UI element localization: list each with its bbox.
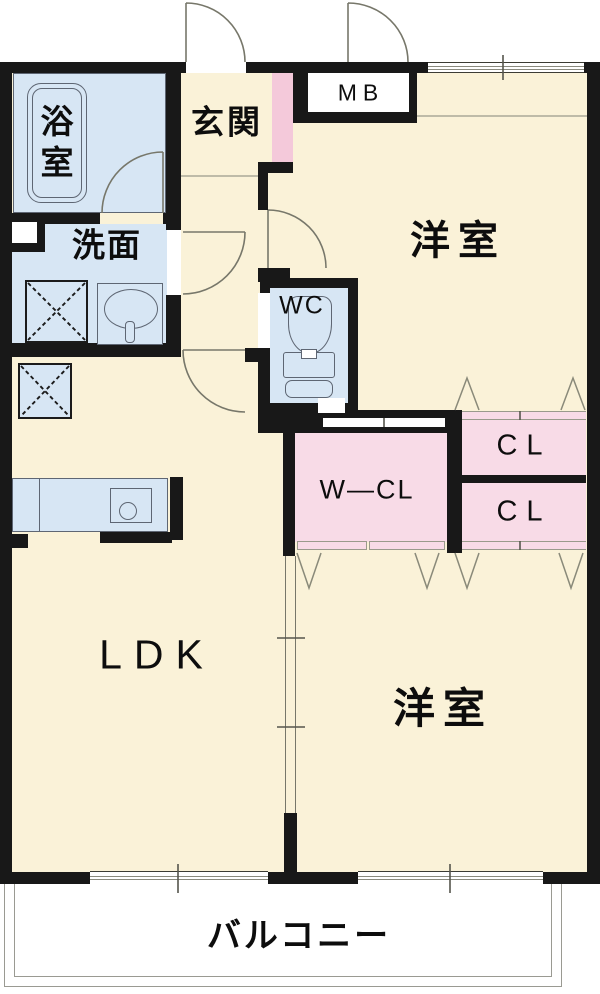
meter-box-inner (308, 73, 409, 112)
room-closet-upper (462, 418, 586, 475)
room-label-washroom: 洗面 (72, 226, 142, 264)
exterior-notch (12, 222, 37, 243)
wcl-sliding-slot (323, 418, 445, 427)
wall (284, 813, 297, 875)
wall (447, 475, 586, 483)
washer-space-icon (25, 280, 88, 343)
wash-basin-tap-icon (125, 321, 135, 343)
wall (12, 243, 45, 252)
fridge-space-icon (18, 363, 72, 419)
wall (166, 62, 181, 230)
room-label-meter-box: MB (337, 79, 385, 106)
wall (258, 162, 268, 210)
wall (0, 62, 12, 875)
entrance-accent-strip (272, 73, 293, 162)
wall (543, 872, 600, 884)
wall (258, 162, 293, 173)
wall (163, 213, 181, 224)
room-label-wc: WC (279, 291, 325, 320)
room-label-bedroom-lower: 洋室 (392, 685, 494, 732)
window-glass-lines (358, 876, 543, 880)
wall (587, 62, 600, 875)
wall (0, 534, 28, 548)
toilet-bowl-icon (288, 296, 332, 354)
closet-upper-door (462, 411, 586, 420)
room-label-walk-in-closet: W―CL (319, 474, 415, 505)
ldk-bedroom-sliding-door (285, 556, 296, 813)
wall (12, 213, 100, 224)
wcl-door-panel-left (297, 541, 367, 550)
wall (258, 348, 268, 417)
room-label-closet-lower: CL (496, 495, 552, 528)
window-glass-lines (90, 876, 268, 880)
window-ldk-balcony (90, 871, 268, 885)
kitchen-faucet-icon (119, 502, 137, 520)
wall (100, 532, 172, 543)
wall (166, 295, 181, 343)
room-label-closet-upper: CL (496, 429, 552, 462)
window-glass-lines (428, 65, 584, 70)
room-label-bath: 浴室 (40, 102, 74, 181)
window-upper-bedroom (428, 62, 584, 73)
washroom-door-opening (167, 230, 181, 295)
closet-lower-door (462, 541, 586, 550)
wall (408, 62, 428, 73)
balcony-rail-outer (4, 884, 562, 987)
kitchen-counter-divider (13, 479, 40, 531)
balcony-rail-inner (14, 884, 552, 977)
room-label-bedroom-upper: 洋室 (410, 219, 506, 263)
room-walk-in-closet (295, 433, 447, 542)
toilet-button-icon (301, 349, 317, 359)
wall (268, 872, 358, 884)
wall (0, 62, 186, 73)
room-label-entrance: 玄関 (191, 103, 263, 141)
window-bedroom-balcony (358, 871, 543, 885)
room-closet-lower (462, 483, 586, 542)
toilet-base-icon (285, 380, 333, 398)
meter-box-door-arc (347, 2, 409, 63)
wall (170, 477, 183, 540)
wc-door-opening (258, 293, 270, 348)
bathtub-inner-icon (32, 88, 82, 198)
wall (245, 348, 260, 362)
wcl-door-panel-right (369, 541, 445, 550)
wall (0, 872, 90, 884)
wall (0, 343, 181, 357)
room-label-balcony: バルコニー (206, 917, 392, 955)
wall (283, 433, 295, 556)
wall (37, 222, 45, 243)
entrance-door-arc (185, 2, 246, 63)
wc-step-notch (318, 398, 345, 413)
room-label-ldk: LDK (99, 631, 215, 678)
